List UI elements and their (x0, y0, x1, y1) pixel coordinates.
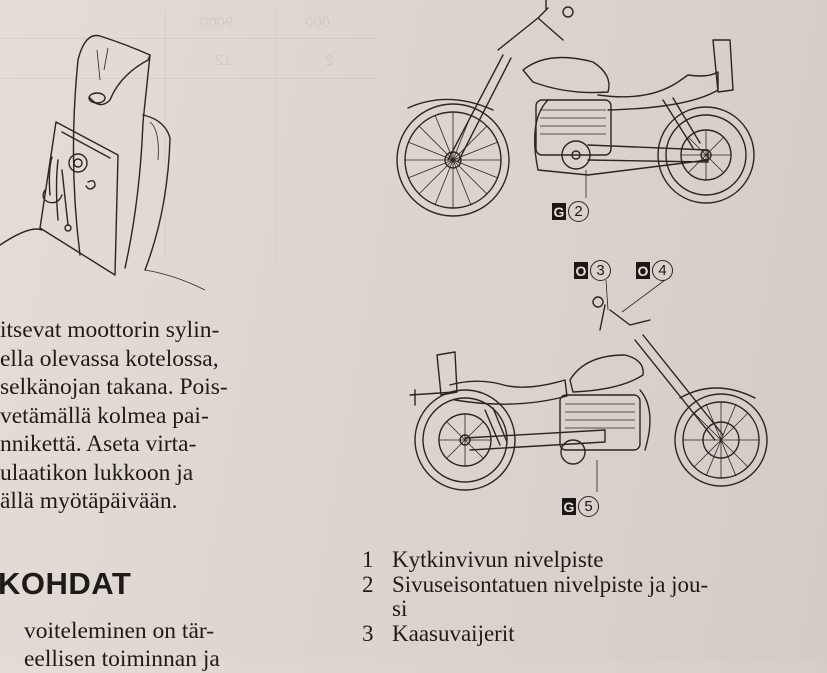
legend-number: 2 (362, 571, 374, 597)
legend-number: 3 (362, 620, 374, 646)
callout-number: 3 (590, 260, 611, 281)
showthrough-rule (0, 78, 380, 79)
lubricant-code-grease: G (562, 498, 576, 515)
lubrication-points-legend: 1 Kytkinvivun nivelpiste 2 Sivuseisontat… (362, 547, 709, 647)
paragraph-line: ällä myötäpäivään. (0, 488, 178, 514)
callout-side-stand: G 2 (552, 201, 589, 222)
toolkit-paragraph: itsevat moottorin sylin- ella olevassa k… (0, 316, 283, 516)
paragraph-line: eellisen toiminnan ja (24, 646, 220, 672)
paragraph-line: ella olevassa kotelossa, (0, 345, 219, 372)
legend-item: 1 Kytkinvivun nivelpiste (362, 547, 708, 573)
lubricant-code-oil: O (574, 262, 588, 279)
callout-number: 5 (578, 496, 599, 517)
paragraph-line: voiteleminen on tär- (24, 618, 215, 644)
paragraph-line: selkänojan takana. Pois- (0, 374, 228, 400)
callout-throttle-cables-a: O 3 (574, 260, 611, 281)
showthrough-text: 2 (325, 52, 334, 69)
showthrough-rule (165, 10, 166, 260)
motorcycle-right-side-icon (396, 0, 755, 217)
lubrication-paragraph: voiteleminen on tär- eellisen toiminnan … (24, 617, 220, 673)
toolkit-case-with-keys-icon (0, 34, 206, 291)
legend-label: Kytkinvivun nivelpiste (392, 547, 604, 572)
motorcycle-left-side-icon (409, 279, 768, 492)
paragraph-line: nnikettä. Aseta virta- (0, 431, 197, 457)
paragraph-line: itsevat moottorin sylin- (0, 317, 220, 343)
legend-item: 2 Sivuseisontatuen nivelpiste ja jou- (362, 571, 709, 598)
legend-item: 3 Kaasuvaijerit (362, 620, 708, 647)
callout-gearshift: G 5 (562, 496, 599, 517)
lubricant-code-oil: O (636, 262, 650, 279)
callout-number: 2 (568, 201, 589, 222)
showthrough-rule (0, 38, 380, 39)
callout-throttle-cables-b: O 4 (636, 260, 673, 281)
showthrough-text: 000 (305, 14, 331, 31)
paragraph-line: vetämällä kolmea pai- (0, 402, 209, 429)
section-heading: KOHDAT (0, 566, 132, 601)
showthrough-rule (275, 10, 276, 260)
callout-number: 4 (652, 260, 673, 281)
paragraph-line: ulaatikon lukkoon ja (0, 459, 194, 486)
legend-label-continuation: si (392, 596, 408, 621)
lubricant-code-grease: G (552, 203, 566, 220)
legend-label: Sivuseisontatuen nivelpiste ja jou- (392, 571, 709, 597)
legend-label: Kaasuvaijerit (392, 620, 515, 646)
legend-number: 1 (362, 547, 374, 572)
